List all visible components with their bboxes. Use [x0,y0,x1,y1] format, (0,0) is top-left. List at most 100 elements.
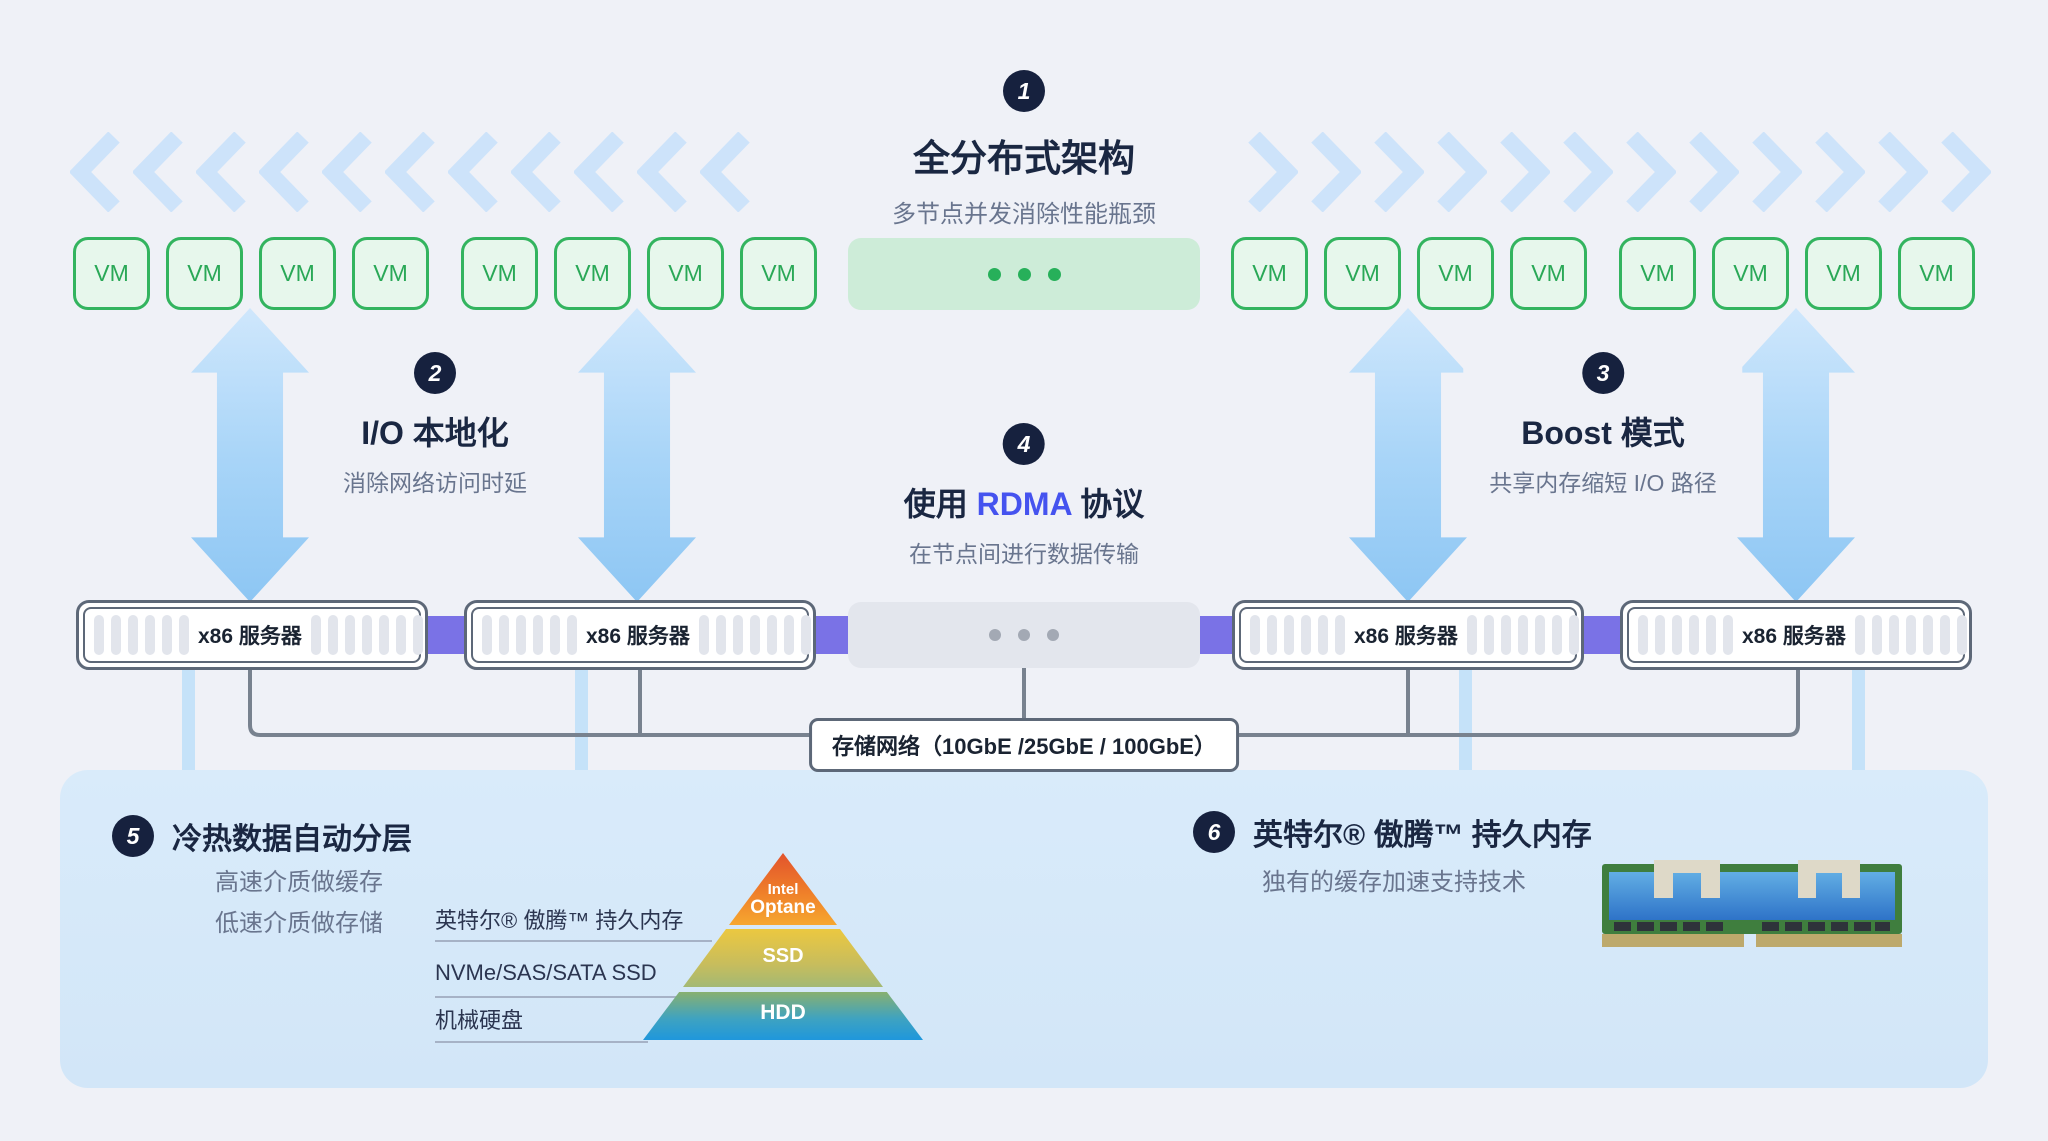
chevron-right-icon [1248,132,1298,212]
disk-slat [1689,615,1699,655]
io-subtitle: 消除网络访问时延 [343,470,527,496]
disk-slat [162,615,172,655]
chevron-left-icon [511,132,561,212]
disk-slat [783,615,794,655]
storage-network-label: 存储网络（10GbE /25GbE / 100GbE） [809,718,1239,772]
step-3-badge: 3 [1581,352,1624,394]
disk-slat [1517,615,1528,655]
storage-pyramid: Intel Optane SSD HDD [643,853,923,1040]
header-title: 全分布式架构 [913,138,1135,179]
disk-slat [1672,615,1682,655]
disk-slat [698,615,709,655]
tiering-header: 5 冷热数据自动分层 [112,814,412,858]
disk-slat [1854,615,1865,655]
chevron-left-icon [196,132,246,212]
rdma-subtitle: 在节点间进行数据传输 [908,541,1139,567]
disk-slat [361,615,372,655]
vm-box: VM [1417,237,1494,310]
chevron-right-icon [1563,132,1613,212]
chevron-right-icon [1689,132,1739,212]
disk-slat [1551,615,1562,655]
tiering-desc-line: 低速介质做存储 [215,910,383,937]
chevron-left-icon [448,132,498,212]
tier-label-ssd: NVMe/SAS/SATA SSD [435,960,657,985]
disk-slat [412,615,423,655]
vm-box: VM [1510,237,1587,310]
disk-slat [1318,615,1328,655]
pyramid-tier-hdd [643,992,923,1040]
vm-box: VM [647,237,724,310]
disk-slat [749,615,760,655]
optane-subtitle: 独有的缓存加速支持技术 [1262,869,1526,896]
disk-slat [1284,615,1294,655]
disk-slots [94,615,189,655]
tiering-title: 冷热数据自动分层 [172,823,412,856]
disk-slat [1922,615,1933,655]
vm-box: VM [1324,237,1401,310]
chevron-right-icon [1374,132,1424,212]
optane-header: 6 英特尔® 傲腾™ 持久内存 [1193,810,1592,854]
chevron-right-icon [1500,132,1550,212]
ellipsis-dot [1017,267,1031,281]
chevron-right-row [1246,132,1991,212]
pyramid-label-line: Intel [767,881,799,898]
disk-slots [1250,615,1345,655]
node-connector [814,616,850,654]
boost-title: Boost 模式 [1521,415,1685,451]
rdma-title-suffix: 协议 [1071,486,1145,522]
chevron-left-icon [70,132,120,212]
chevron-left-icon [322,132,372,212]
cache-line [1459,664,1472,786]
server-label: x86 服务器 [1354,625,1458,648]
chevron-right-icon [1815,132,1865,212]
chevron-right-icon [1941,132,1991,212]
disk-slat [344,615,355,655]
vm-box: VM [352,237,429,310]
chevron-left-icon [574,132,624,212]
pyramid-label-optane: Intel Optane [643,881,923,917]
disk-slat [1534,615,1545,655]
vm-box: VM [73,237,150,310]
header-block: 1 全分布式架构 多节点并发消除性能瓶颈 [0,70,2048,229]
node-connector [426,616,466,654]
x86-server-node: x86 服务器 [1620,600,1972,670]
chevron-right-icon [1626,132,1676,212]
rdma-title: 使用 RDMA 协议 [904,479,1145,525]
ellipsis-dot [1018,629,1030,641]
node-connector [1198,616,1234,654]
vm-box: VM [1898,237,1975,310]
disk-slat [715,615,726,655]
disk-slat [1301,615,1311,655]
step-6-badge: 6 [1193,811,1235,853]
disk-slat [1939,615,1950,655]
ellipsis-dot [989,629,1001,641]
disk-slat [310,615,321,655]
tier-label-hdd: 机械硬盘 [435,1008,524,1033]
disk-slat [1905,615,1916,655]
cache-line [182,664,195,786]
chevron-left-icon [637,132,687,212]
disk-slat [1250,615,1260,655]
vm-box: VM [166,237,243,310]
ellipsis-dot [1047,267,1061,281]
step-5-badge: 5 [112,815,154,857]
disk-slat [1335,615,1345,655]
disk-slat [94,615,104,655]
disk-slat [567,615,577,655]
pyramid-label-hdd: HDD [760,1001,806,1024]
disk-slat [378,615,389,655]
disk-slat [482,615,492,655]
disk-slat [732,615,743,655]
tiering-desc: 高速介质做缓存 低速介质做存储 [215,862,383,944]
vm-box: VM [259,237,336,310]
disk-slat [1483,615,1494,655]
disk-slat [499,615,509,655]
io-title: I/O 本地化 [361,415,509,451]
chevron-left-icon [385,132,435,212]
disk-slat [179,615,189,655]
vm-box: VM [1619,237,1696,310]
